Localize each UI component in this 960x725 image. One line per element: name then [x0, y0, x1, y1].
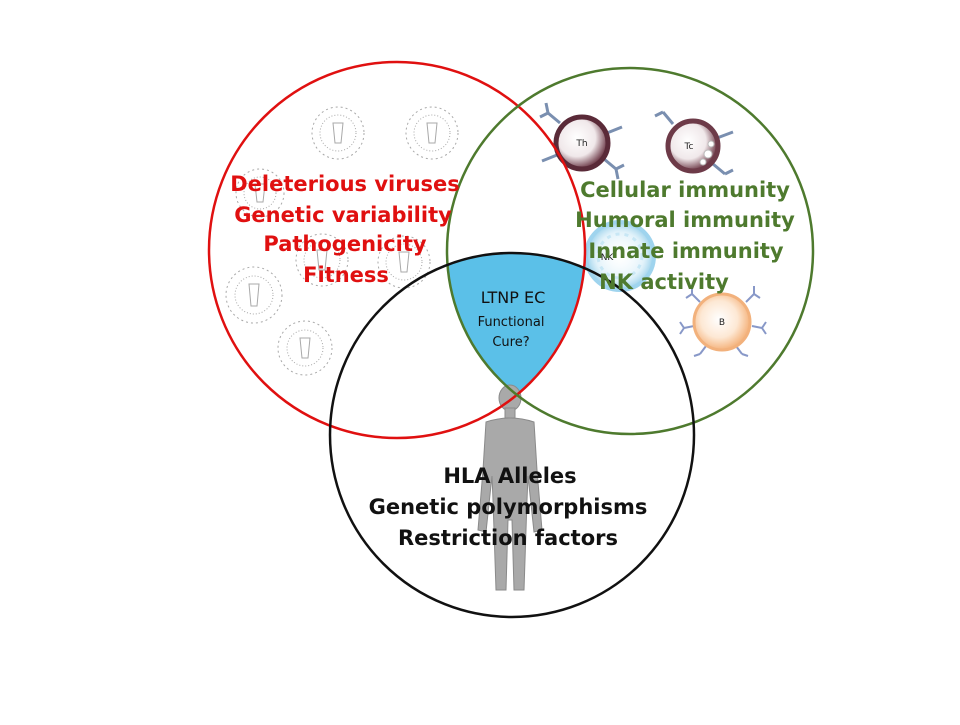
cell-th-icon: Th: [539, 102, 625, 180]
host-line-3: Restriction factors: [398, 526, 618, 550]
intersection-line-2: Cure?: [492, 335, 529, 350]
virus-icon: [225, 266, 283, 324]
virus-icon: [235, 168, 285, 218]
cell-th-label: Th: [575, 139, 587, 149]
immunity-line-4: NK activity: [599, 270, 729, 294]
immunity-factors-text: Cellular immunity Humoral immunity Innat…: [575, 178, 795, 294]
immunity-line-2: Humoral immunity: [575, 208, 795, 232]
virus-icon: [405, 106, 459, 160]
cell-tc-label: Tc: [684, 142, 694, 152]
virus-line-3: Pathogenicity: [263, 232, 427, 256]
virus-factors-circle: [207, 60, 587, 440]
cell-tc-icon: Tc: [654, 110, 734, 176]
intersection-title: LTNP EC: [481, 288, 545, 307]
virus-decorations: [225, 106, 459, 376]
host-line-1: HLA Alleles: [443, 464, 576, 488]
virus-icon: [295, 233, 349, 287]
cell-b-label: B: [719, 318, 725, 328]
virus-icon: [277, 320, 333, 376]
cell-b-icon: B: [679, 286, 767, 357]
host-line-2: Genetic polymorphisms: [369, 495, 648, 519]
host-factors-text: HLA Alleles Genetic polymorphisms Restri…: [369, 464, 648, 550]
host-factors-circle: [328, 251, 696, 619]
virus-line-4: Fitness: [303, 263, 389, 287]
cell-nk-label: NK: [601, 253, 615, 263]
immunity-line-3: Innate immunity: [588, 239, 784, 263]
intersection-line-1: Functional: [478, 315, 545, 330]
virus-line-2: Genetic variability: [234, 203, 452, 227]
immunity-factors-circle: [445, 66, 815, 436]
virus-icon: [311, 106, 365, 160]
virus-line-1: Deleterious viruses: [230, 172, 460, 196]
intersection-text: LTNP EC Functional Cure?: [478, 288, 546, 350]
immunity-line-1: Cellular immunity: [580, 178, 790, 202]
virus-factors-text: Deleterious viruses Genetic variability …: [230, 172, 460, 287]
